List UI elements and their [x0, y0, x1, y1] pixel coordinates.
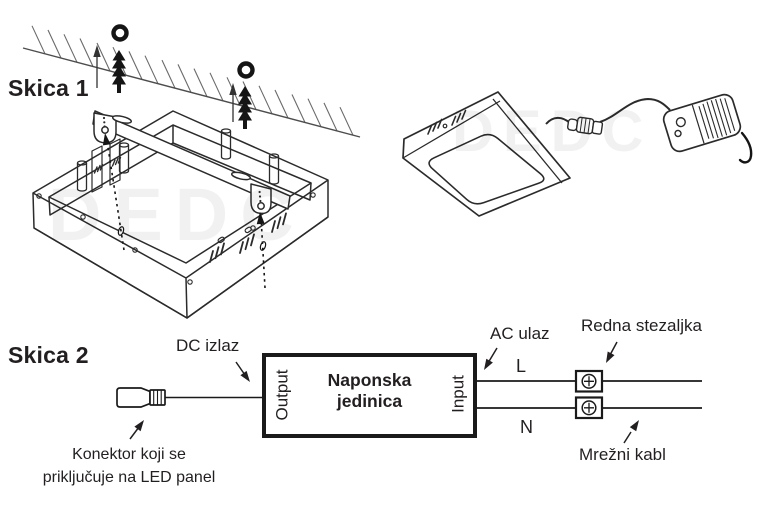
screw-path-arrows — [102, 133, 267, 289]
driver-cable — [545, 97, 671, 135]
panel-vent-slots — [427, 109, 467, 135]
connector-caption-line2: priključuje na LED panel — [42, 469, 216, 486]
wiring-diagram — [116, 341, 702, 444]
terminal-block-label: Redna stezaljka — [581, 316, 702, 335]
dc-output-label: DC izlaz — [176, 336, 240, 355]
drill-hole-icon — [237, 61, 255, 79]
rim-screw-holes — [36, 192, 316, 285]
bracket-hole — [257, 202, 265, 210]
connector-caption: Konektor koji se priključuje na LED pane… — [26, 443, 232, 489]
mounting-bracket — [92, 110, 291, 215]
up-arrow-icon — [93, 45, 237, 122]
frame-tab — [91, 138, 122, 193]
wall-vent-slots — [209, 212, 287, 263]
bracket-slot — [111, 115, 133, 124]
inline-connector — [567, 116, 604, 135]
neutral-wire-label: N — [520, 417, 533, 437]
connector-caption-line1: Konektor koji se — [72, 446, 186, 463]
figure1-title: Skica 1 — [8, 75, 89, 101]
power-unit-title-line2: jedinica — [336, 391, 403, 411]
bracket-right-tab — [250, 183, 272, 215]
bracket-dots — [102, 116, 262, 203]
power-unit-title-line1: Naponska — [327, 370, 412, 390]
output-port-label: Output — [272, 369, 292, 421]
ceiling-line — [22, 47, 361, 138]
drill-hole-icon — [111, 24, 129, 42]
driver-output-wire — [738, 131, 753, 164]
wall-screw-hole — [259, 241, 267, 251]
bracket-slot — [230, 171, 252, 181]
callout-arrows — [129, 341, 639, 444]
terminal-block — [574, 369, 604, 420]
power-unit-box — [262, 353, 477, 438]
mains-lines — [475, 380, 702, 409]
figure2-title: Skica 2 — [8, 342, 89, 368]
power-unit-title: Naponska jedinica — [264, 370, 475, 412]
anchor-screws — [93, 24, 255, 129]
panel-diffuser — [428, 133, 545, 205]
led-panel — [402, 91, 571, 217]
live-wire-label: L — [516, 356, 527, 376]
ac-input-label: AC ulaz — [490, 324, 550, 343]
dc-connector — [116, 387, 166, 408]
led-driver — [662, 93, 753, 164]
input-port-label: Input — [448, 375, 468, 413]
mains-cable-label: Mrežni kabl — [579, 445, 666, 464]
bracket-hole — [101, 126, 109, 134]
mounting-frame — [32, 110, 329, 319]
